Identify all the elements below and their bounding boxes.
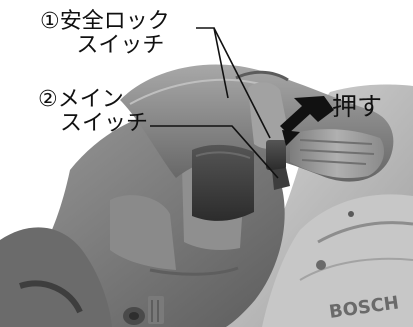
- main-switch-line2: スイッチ: [60, 111, 149, 136]
- push-label: 押す: [332, 92, 383, 121]
- main-switch-label: ②メイン スイッチ: [38, 88, 148, 136]
- safety-lock-title: ①安全ロック: [40, 10, 170, 34]
- safety-lock-line2: スイッチ: [76, 33, 165, 58]
- safety-lock-switch: [266, 140, 286, 170]
- callout-number-2: ②: [38, 87, 58, 112]
- main-switch-title: ②メイン: [38, 88, 148, 112]
- safety-lock-switch-label: ①安全ロック スイッチ: [40, 10, 170, 58]
- leader-lines: [150, 27, 279, 179]
- main-switch-line1: メイン: [57, 87, 124, 112]
- push-arrow-icon: [280, 96, 334, 146]
- switch-assembly: [192, 82, 290, 221]
- callout-number-1: ①: [40, 9, 60, 34]
- safety-lock-line1: 安全ロック: [59, 9, 170, 34]
- main-switch: [272, 168, 290, 190]
